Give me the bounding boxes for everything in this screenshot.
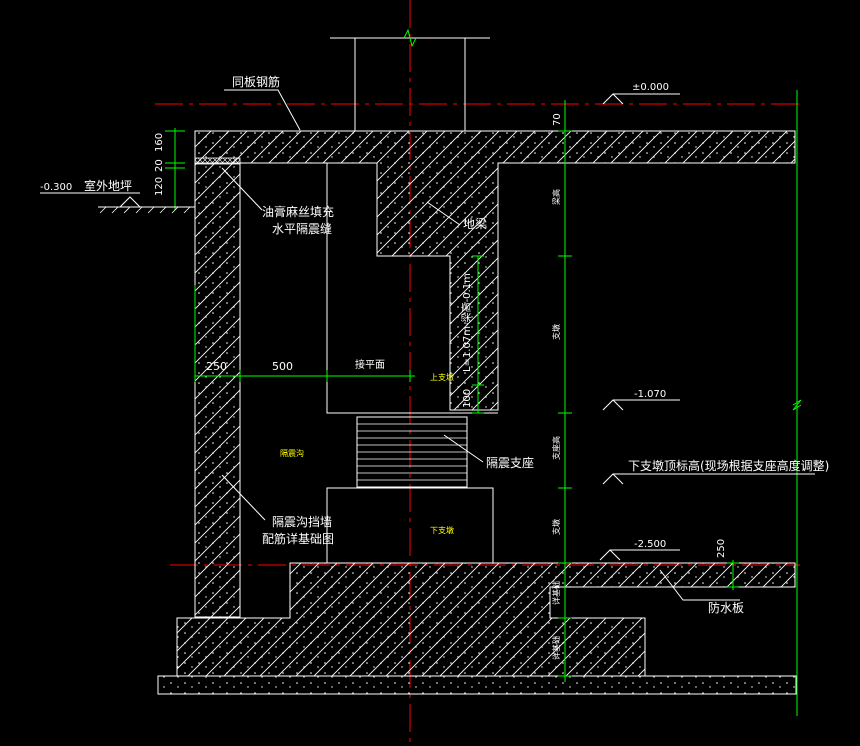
- dim-250-right: 250: [716, 539, 727, 558]
- label-lower-pier-top: 下支墩顶标高(现场根据支座高度调整): [628, 458, 829, 473]
- isolation-bearing: [356, 416, 468, 488]
- chain-detail-1: 详基础: [551, 581, 561, 605]
- dim-250-left: 250: [206, 360, 227, 373]
- chain-detail-2: 详基础: [551, 636, 561, 660]
- foundation: [157, 562, 797, 695]
- chain-beam-height: 梁高: [551, 189, 561, 205]
- chain-pier-1: 支墩: [551, 324, 561, 340]
- upper-pier: [326, 163, 498, 414]
- label-elev-1070: -1.070: [634, 389, 666, 400]
- dim-length-formula: L=1.07m-梁高-0.1m: [460, 273, 473, 372]
- dim-20: 20: [154, 159, 165, 172]
- label-lower-pier: 下支墩: [430, 525, 454, 535]
- lower-pier: [326, 487, 494, 563]
- label-filler-2: 水平隔震缝: [272, 221, 332, 236]
- label-ground-beam: 地梁: [463, 216, 487, 231]
- retaining-wall: [194, 162, 241, 618]
- base-cushion: [157, 675, 797, 695]
- label-elev-2500: -2.500: [634, 539, 666, 550]
- label-elev-outdoor: -0.300: [40, 182, 72, 193]
- dim-70: 70: [552, 113, 563, 126]
- label-outdoor-ground: 室外地坪: [84, 178, 132, 193]
- annotations: 同板钢筋 ±0.000 -0.300 室外地坪 油膏麻丝填充 水平隔震缝 地梁 …: [40, 74, 829, 660]
- dim-100: 100: [462, 389, 473, 408]
- label-upper-pier: 上支墩: [430, 372, 454, 382]
- label-rebar: 同板钢筋: [232, 74, 280, 89]
- label-isolation-trench: 隔震沟: [280, 448, 304, 458]
- chain-pier-2: 支墩: [551, 519, 561, 535]
- upper-column: [330, 28, 490, 131]
- dimension-lines: [165, 90, 802, 716]
- label-waterproof: 防水板: [708, 600, 744, 615]
- label-retaining-2: 配筋详基础图: [262, 531, 334, 546]
- dim-500: 500: [272, 360, 293, 373]
- label-bearing: 隔震支座: [486, 455, 534, 470]
- leader-lines: [221, 89, 740, 601]
- break-symbol: [403, 28, 417, 48]
- label-filler-1: 油膏麻丝填充: [262, 204, 334, 219]
- dim-120: 120: [154, 177, 165, 196]
- elevation-markers: [40, 93, 815, 561]
- label-connection-plane: 接平面: [355, 358, 385, 371]
- label-retaining-1: 隔震沟挡墙: [272, 515, 332, 529]
- dim-160: 160: [154, 133, 165, 152]
- label-elev-zero: ±0.000: [632, 82, 669, 93]
- chain-bearing-height: 支座高: [551, 436, 561, 460]
